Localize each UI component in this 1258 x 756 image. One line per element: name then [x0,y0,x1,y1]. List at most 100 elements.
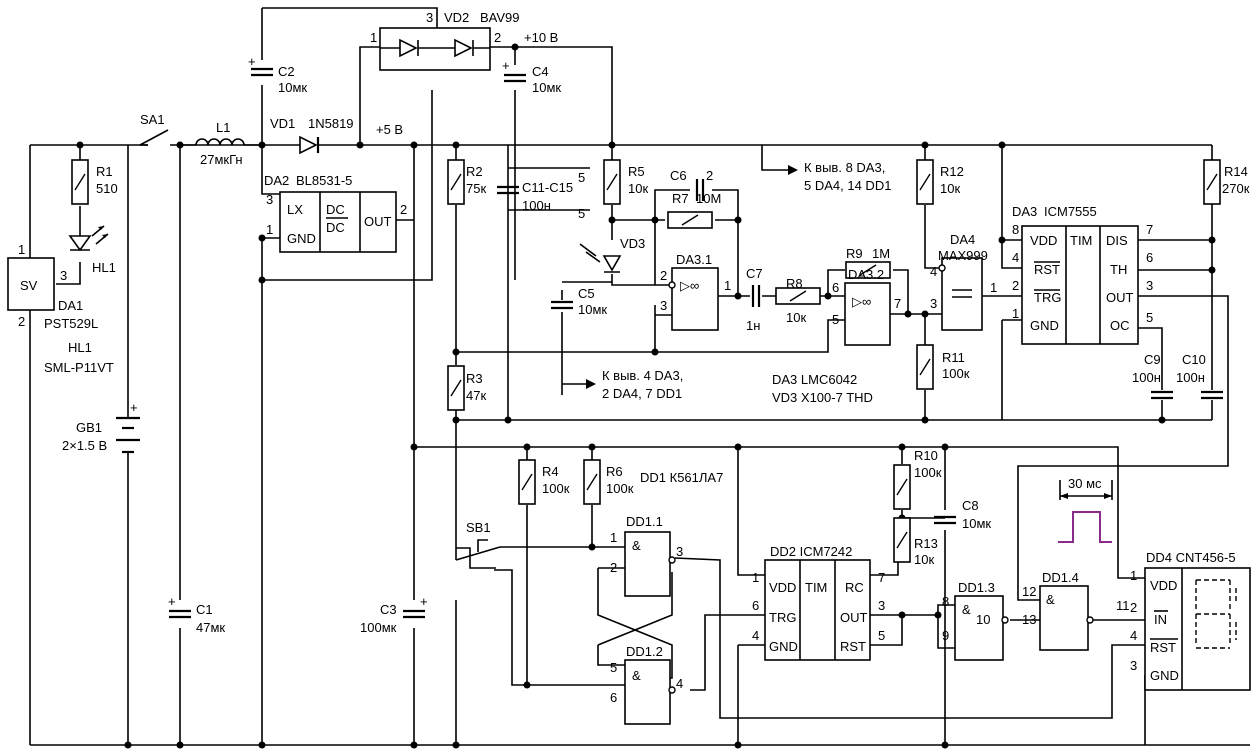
pin-label: 2 [1130,600,1137,615]
pin-label: 2 [18,314,25,329]
lx-label: LX [287,202,303,217]
pulse-diagram: 30 мс [1058,476,1113,543]
pin-label: 2 [660,268,667,283]
plus10-label: +10 В [524,30,558,45]
pin-label: 4 [1012,250,1019,265]
pin-label: 8 [1012,222,1019,237]
capacitor-c2: + C2 10мк [248,54,307,95]
r13-value: 10к [914,552,934,567]
oc-label: OC [1110,318,1130,333]
pin-label: 2 [1012,278,1019,293]
plus-sign: + [168,594,176,609]
resistor-r11: R11 100к [916,344,970,390]
and-sign: & [1046,592,1055,607]
gate-dd1-1: & DD1.1 1 2 3 [610,514,683,597]
da3-note: DA3 LMC6042 [772,372,857,387]
c9-label: C9 [1144,352,1161,367]
r6-label: R6 [606,464,623,479]
comparator-da4: DA4 MAX999 4 3 1 [930,232,997,331]
c11-value: 100н [522,198,551,213]
c3-label: C3 [380,602,397,617]
r10-value: 100к [914,465,942,480]
vdd-label: VDD [1030,233,1057,248]
r8-value: 10к [786,310,806,325]
capacitor-c1: + C1 47мк [167,594,225,635]
pin-label: 11 [1116,598,1130,613]
gate-dd1-3: & DD1.3 8 9 10 [942,580,1009,661]
note2b: 2 DA4, 7 DD1 [602,386,682,401]
r1-label: R1 [96,164,113,179]
gnd-label: GND [1150,668,1179,683]
pin-label: 1 [266,222,273,237]
vd1-part: 1N5819 [308,116,354,131]
r11-value: 100к [942,366,970,381]
resistor-r10: R10 100к [893,448,942,510]
pin-label: 6 [610,690,617,705]
c10-label: C10 [1182,352,1206,367]
dd1-note: DD1 К561ЛА7 [640,470,723,485]
r12-label: R12 [940,164,964,179]
r1-value: 510 [96,181,118,196]
seven-segment-display [1195,579,1231,649]
r2-label: R2 [466,164,483,179]
tim-label: TIM [805,580,827,595]
plus-sign: + [130,400,138,415]
junction-dots [76,43,1216,749]
photodiode-vd3: VD3 [579,236,645,273]
pin-label: 3 [60,268,67,283]
c2-label: C2 [278,64,295,79]
opamp-symbol: ▷∞ [852,294,871,309]
rst-label: RST [1150,640,1176,655]
c1-label: C1 [196,602,213,617]
vd3-note: VD3 X100-7 THD [772,390,873,405]
r8-label: R8 [786,276,803,291]
pin-label: 4 [1130,628,1137,643]
capacitor-c8: C8 10мк [932,498,991,531]
resistor-r14: R14 270к [1203,159,1250,205]
resistor-r8: R8 10к [775,276,821,325]
vd2-part: BAV99 [480,10,520,25]
out-label: OUT [840,610,868,625]
plus-sign: + [502,58,510,73]
pin-label: 3 [930,296,937,311]
l1-value: 27мкГн [200,152,243,167]
gnd-label: GND [1030,318,1059,333]
pin-label: 4 [676,676,683,691]
pin-label: 5 [878,628,885,643]
c7-value: 1н [746,318,760,333]
c6-val: 2 [706,168,713,183]
pin-label: 9 [942,628,949,643]
pin-label: 13 [1022,612,1036,627]
battery-gb1: + GB1 2×1.5 В [62,400,140,454]
pin-label: 2 [494,30,501,45]
vd2-label: VD2 [444,10,469,25]
and-sign: & [632,668,641,683]
r5-label: R5 [628,164,645,179]
out-label: OUT [1106,290,1134,305]
pin-label: 3 [878,598,885,613]
capacitor-c9: C9 100н [1132,352,1175,400]
da3-1-label: DA3.1 [676,252,712,267]
gb1-value: 2×1.5 В [62,438,107,453]
sv-label: SV [20,278,38,293]
and-sign: & [632,538,641,553]
pin-label: 1 [18,242,25,257]
resistor-r6: R6 100к [583,459,634,505]
capacitor-c11: C11-C15 100н 5 5 [495,167,590,221]
c4-value: 10мк [532,80,561,95]
vd1-label: VD1 [270,116,295,131]
capacitor-c7: C7 1н [746,266,763,333]
gnd-label: GND [769,639,798,654]
r3-value: 47к [466,388,486,403]
pin-label: 6 [752,598,759,613]
dc-label-2: DC [326,220,345,235]
gate-dd1-2: & DD1.2 5 6 4 [610,644,683,725]
counter-dd4: VDD IN RST GND 1 2 4 3 DD4 CNT456-5 [1130,550,1251,691]
da4-part: MAX999 [938,248,988,263]
pin-label: 7 [878,570,885,585]
r14-value: 270к [1222,181,1250,196]
pin-label: 5 [578,206,585,221]
resistor-r2: R2 75к [447,159,486,205]
button-sb1: SB1 [455,520,501,561]
